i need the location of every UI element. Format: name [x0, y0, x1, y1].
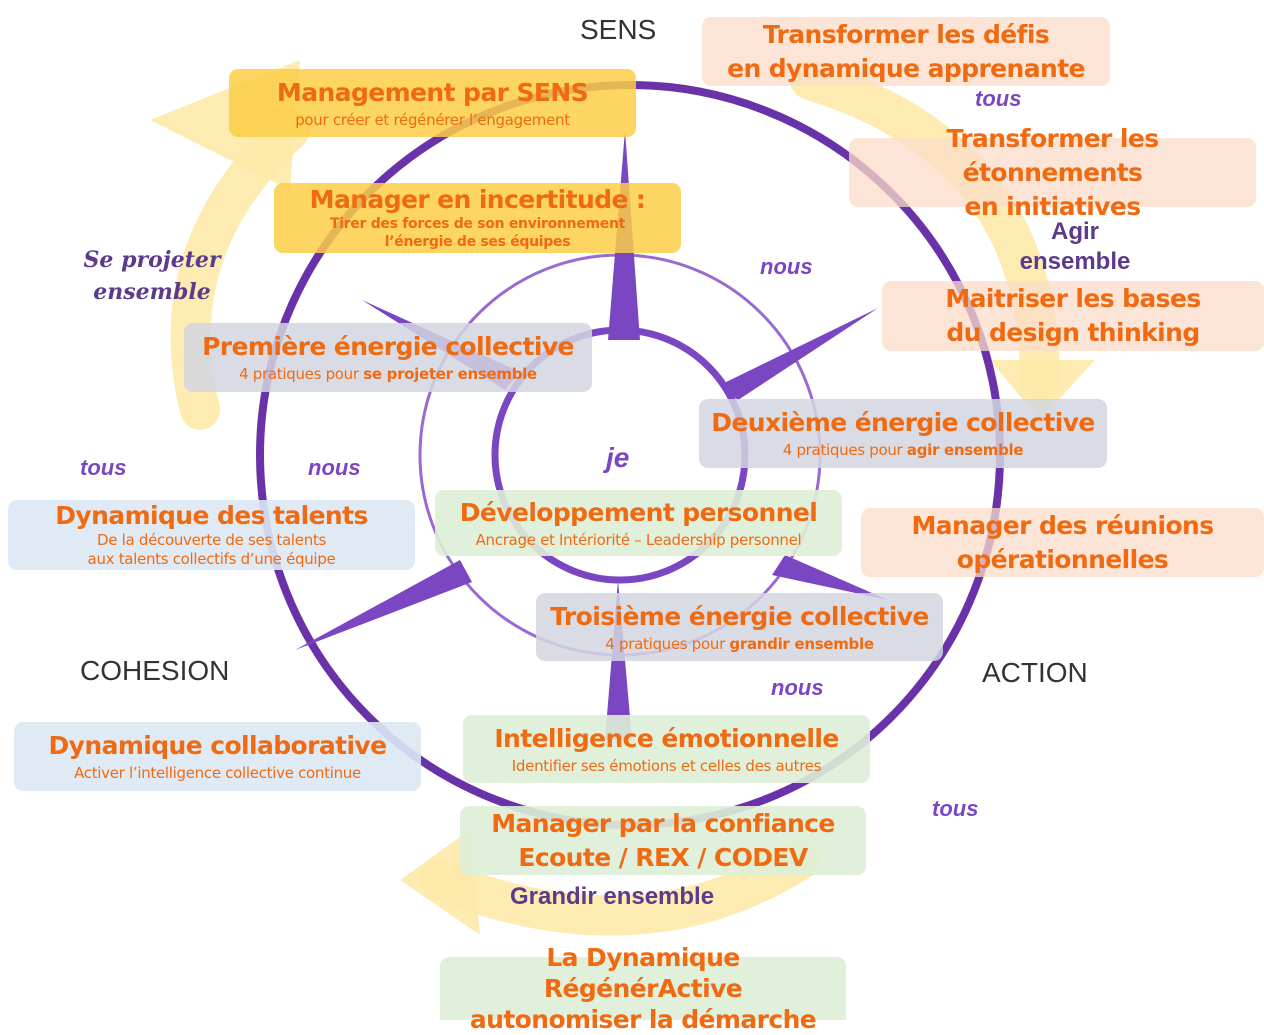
box-talents: Dynamique des talents De la découverte d… [8, 500, 415, 570]
axis-label-sens: SENS [580, 14, 657, 45]
axis-label-action: ACTION [982, 657, 1088, 688]
cycle-label-se-projeter: Se projeter ensemble [82, 244, 222, 308]
box-design-line1: Maitriser les bases [945, 284, 1201, 313]
box-deuxieme-energie: Deuxième énergie collective 4 pratiques … [699, 399, 1107, 468]
spike-lower-right [772, 555, 888, 600]
scope-label-tous-left: tous [80, 455, 127, 480]
box-deuxieme-title: Deuxième énergie collective [711, 408, 1095, 437]
cycle-label-se-projeter-line1: Se projeter [83, 247, 221, 273]
box-premiere-title: Première énergie collective [202, 332, 574, 361]
box-troisieme-sub-pre: 4 pratiques pour [605, 634, 730, 653]
box-developpement-sub: Ancrage et Intériorité – Leadership pers… [475, 530, 802, 549]
box-talents-title: Dynamique des talents [55, 501, 368, 530]
box-management-sens-title: Management par SENS [276, 77, 589, 107]
box-incertitude: Manager en incertitude : Tirer des force… [274, 183, 681, 253]
box-collaborative: Dynamique collaborative Activer l’intell… [14, 722, 421, 791]
box-defis-line1: Transformer les défis [762, 19, 1050, 49]
cycle-label-grandir: Grandir ensemble [510, 883, 715, 910]
box-regenerative: La Dynamique RégénérActive autonomiser l… [440, 943, 846, 1034]
box-confiance: Manager par la confiance Ecoute / REX / … [460, 806, 866, 875]
box-deuxieme-sub-pre: 4 pratiques pour [782, 441, 907, 459]
box-reunions-line1: Manager des réunions [911, 510, 1214, 540]
box-collaborative-title: Dynamique collaborative [48, 731, 388, 760]
scope-label-nous-left: nous [308, 455, 361, 480]
cycle-label-agir-line1: Agir [1051, 218, 1099, 245]
scope-label-tous-top: tous [975, 86, 1022, 111]
box-premiere-energie: Première énergie collective 4 pratiques … [184, 323, 592, 392]
box-design-line2: du design thinking [946, 318, 1200, 347]
box-reunions-line2: opérationnelles [956, 544, 1169, 574]
arrow-grandir [420, 840, 820, 936]
box-design: Maitriser les bases du design thinking [882, 281, 1264, 351]
box-confiance-line1: Manager par la confiance [491, 808, 835, 838]
scope-label-nous-top: nous [760, 254, 813, 279]
box-troisieme-sub: 4 pratiques pour grandir ensemble [605, 634, 874, 655]
cycle-label-agir: Agir ensemble [1005, 217, 1145, 277]
box-collaborative-sub: Activer l’intelligence collective contin… [74, 764, 361, 782]
box-premiere-sub: 4 pratiques pour se projeter ensemble [239, 364, 537, 385]
center-label-je: je [606, 442, 630, 473]
box-developpement-title: Développement personnel [459, 497, 818, 527]
box-deuxieme-sub-bold: agir ensemble [906, 441, 1024, 459]
scope-label-nous-bottom: nous [771, 675, 824, 700]
box-defis-line2: en dynamique apprenante [727, 53, 1085, 83]
spike-upper-right [720, 308, 878, 400]
box-defis: Transformer les défis en dynamique appre… [702, 17, 1110, 86]
box-etonnements-line2: en initiatives [964, 191, 1141, 221]
box-troisieme-energie: Troisième énergie collective 4 pratiques… [536, 593, 943, 661]
box-emotionnelle: Intelligence émotionnelle Identifier ses… [463, 715, 870, 783]
box-management-sens-sub: pour créer et régénérer l’engagement [295, 110, 570, 129]
box-developpement: Développement personnel Ancrage et Intér… [435, 490, 842, 556]
box-talents-sub2: aux talents collectifs d’une équipe [87, 550, 336, 568]
spike-lower-left [295, 560, 472, 650]
box-confiance-line2: Ecoute / REX / CODEV [518, 842, 808, 872]
box-management-sens: Management par SENS pour créer et régéné… [229, 69, 636, 137]
box-incertitude-title: Manager en incertitude : [309, 185, 646, 214]
box-etonnements-line1: Transformer les étonnements [946, 123, 1159, 187]
cycle-label-se-projeter-line2: ensemble [93, 279, 211, 305]
box-deuxieme-sub: 4 pratiques pour agir ensemble [782, 440, 1024, 461]
box-reunions: Manager des réunions opérationnelles [861, 508, 1264, 577]
box-troisieme-sub-bold: grandir ensemble [729, 634, 874, 653]
box-premiere-sub-bold: se projeter ensemble [363, 365, 537, 383]
box-incertitude-sub2: l’énergie de ses équipes [384, 234, 571, 250]
cycle-label-agir-line2: ensemble [1019, 248, 1131, 275]
box-etonnements: Transformer les étonnements en initiativ… [849, 124, 1256, 221]
box-talents-sub1: De la découverte de ses talents [96, 531, 327, 549]
box-regenerative-line1: La Dynamique RégénérActive [543, 943, 743, 1003]
box-incertitude-sub1: Tirer des forces de son environnement [329, 216, 626, 232]
axis-label-cohesion: COHESION [80, 655, 230, 686]
box-emotionnelle-title: Intelligence émotionnelle [494, 723, 839, 753]
box-emotionnelle-sub: Identifier ses émotions et celles des au… [511, 756, 822, 775]
box-premiere-sub-pre: 4 pratiques pour [239, 365, 364, 383]
scope-label-tous-bottom: tous [932, 796, 979, 821]
arrow-agir-head [990, 360, 1095, 420]
box-troisieme-title: Troisième énergie collective [550, 601, 929, 631]
